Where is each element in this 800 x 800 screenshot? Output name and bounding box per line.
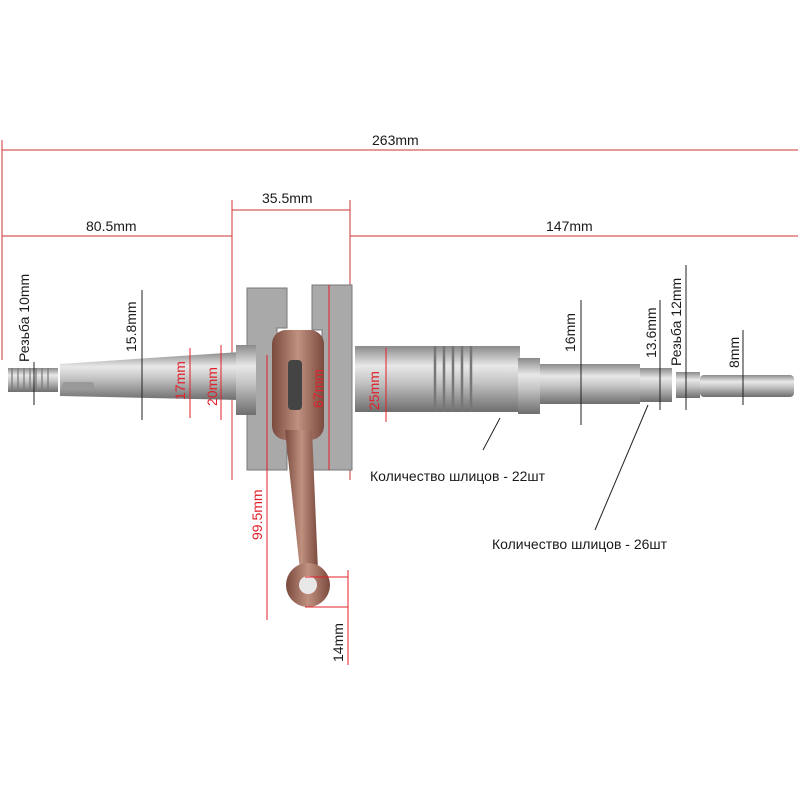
diameter-16-label: 16mm [562,313,578,352]
diameter-17-label: 17mm [172,361,188,400]
diameter-13-6-label: 13.6mm [643,307,659,358]
splines-26-note: Количество шлицов - 26шт [492,536,668,552]
red-measure-lines [189,285,387,665]
connecting-rod [272,330,330,607]
left-shaft-length-label: 80.5mm [86,218,137,234]
diameter-20-label: 20mm [204,367,220,406]
right-shaft-length-label: 147mm [546,218,593,234]
splines-22-note: Количество шлицов - 22шт [370,468,546,484]
left-shaft [8,352,240,400]
crank-width-label: 35.5mm [262,190,313,206]
rod-length-label: 99.5mm [249,489,265,540]
total-length-label: 263mm [372,132,419,148]
diameter-25-label: 25mm [366,371,382,410]
crank-diameter-label: 67mm [310,369,326,408]
right-thread-label: Резьба 12mm [668,277,684,366]
small-end-label: 14mm [330,623,346,662]
dimension-lines [1,140,798,480]
measure-lines [33,265,744,531]
left-diameter-label: 15.8mm [123,301,139,352]
right-shaft [355,346,794,414]
left-thread-label: Резьба 10mm [16,273,32,362]
tip-diameter-label: 8mm [726,336,742,368]
